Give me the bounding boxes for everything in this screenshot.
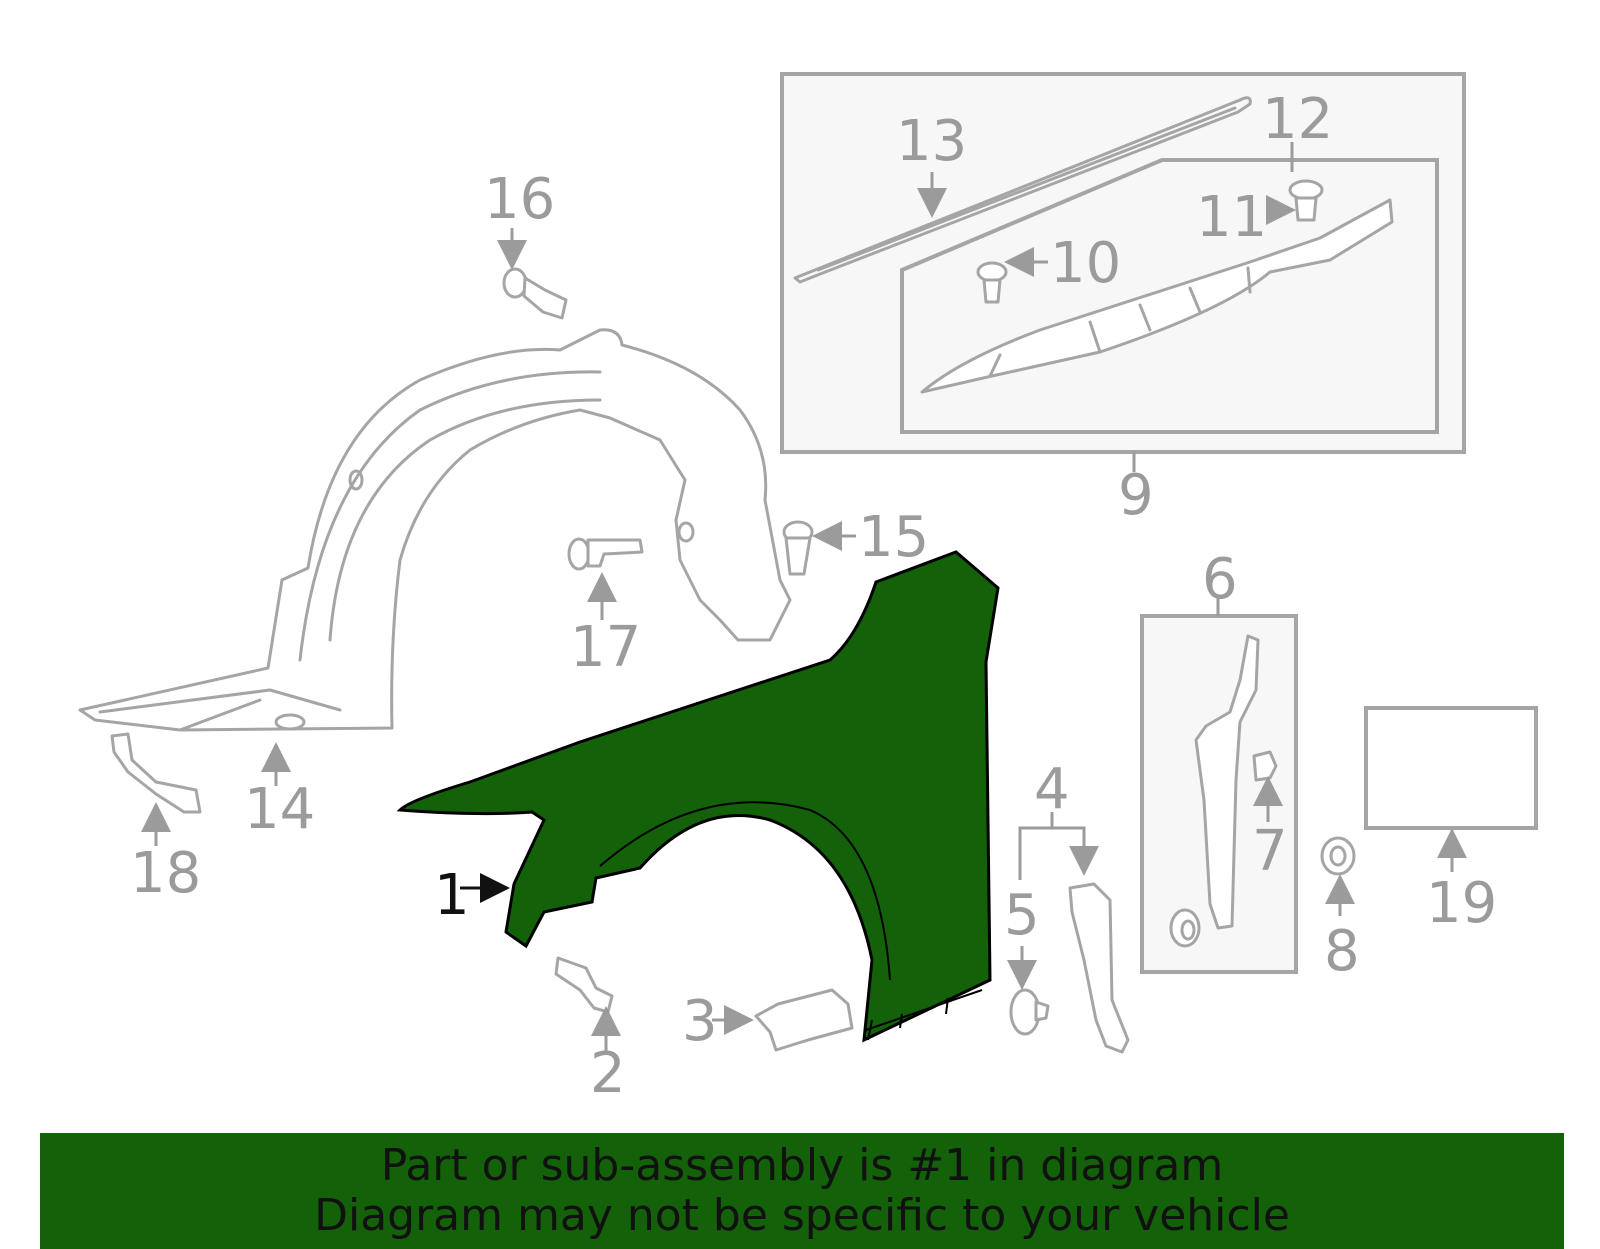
label-13: 13 bbox=[896, 109, 967, 174]
group-box-6 bbox=[1140, 614, 1298, 974]
label-1: 1 bbox=[434, 863, 470, 928]
label-18: 18 bbox=[130, 841, 201, 906]
banner-line-2: Diagram may not be specific to your vehi… bbox=[314, 1190, 1290, 1241]
clip-8-icon bbox=[1320, 836, 1356, 876]
label-9: 9 bbox=[1118, 463, 1154, 528]
part-1-fender bbox=[396, 550, 1000, 1043]
label-15: 15 bbox=[858, 505, 929, 570]
part-seal-inner bbox=[920, 198, 1394, 394]
label-4: 4 bbox=[1034, 757, 1070, 822]
part-4-bracket bbox=[1068, 882, 1130, 1054]
label-14: 14 bbox=[244, 777, 315, 842]
label-8: 8 bbox=[1324, 919, 1360, 984]
info-banner: Part or sub-assembly is #1 in diagram Di… bbox=[40, 1133, 1564, 1249]
label-10: 10 bbox=[1050, 231, 1121, 296]
label-19: 19 bbox=[1426, 871, 1497, 936]
group-box-9 bbox=[780, 72, 1466, 454]
label-3: 3 bbox=[682, 989, 718, 1054]
part-19-box bbox=[1364, 706, 1538, 830]
part-14-fender-liner bbox=[78, 328, 792, 732]
label-5: 5 bbox=[1004, 883, 1040, 948]
label-12: 12 bbox=[1262, 87, 1333, 152]
part-18-bracket bbox=[110, 732, 202, 814]
clip-12-icon bbox=[1288, 179, 1324, 222]
label-17: 17 bbox=[570, 615, 641, 680]
label-11: 11 bbox=[1196, 185, 1267, 250]
part-5-plug-icon bbox=[1009, 988, 1050, 1036]
clip-15-icon bbox=[782, 520, 814, 576]
label-7: 7 bbox=[1252, 819, 1288, 884]
label-2: 2 bbox=[590, 1041, 626, 1106]
part-13-molding-strip bbox=[793, 96, 1252, 284]
bolt-2-icon bbox=[554, 956, 614, 1014]
label-6: 6 bbox=[1202, 547, 1238, 612]
banner-line-1: Part or sub-assembly is #1 in diagram bbox=[380, 1140, 1224, 1191]
clip-17-icon bbox=[567, 537, 644, 571]
clip-10-icon bbox=[976, 261, 1008, 304]
clip-16-icon bbox=[502, 267, 568, 320]
part-3-bracket bbox=[754, 988, 854, 1052]
leader-lines bbox=[141, 142, 1467, 1052]
label-16: 16 bbox=[484, 167, 555, 232]
